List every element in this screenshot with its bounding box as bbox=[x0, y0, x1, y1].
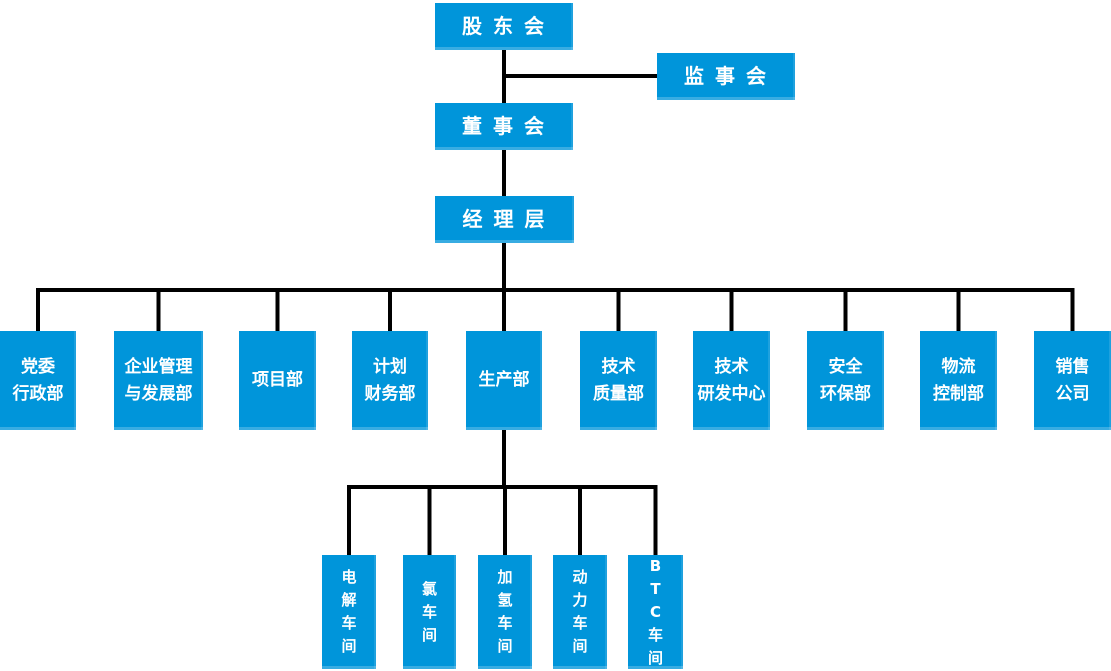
org-node-tech-rnd-center: 技术 研发中心 bbox=[693, 331, 770, 430]
org-node-electrolysis: 电 解 车 间 bbox=[322, 555, 376, 669]
org-node-project: 项目部 bbox=[239, 331, 316, 430]
org-node-power: 动 力 车 间 bbox=[553, 555, 607, 669]
org-node-board-of-directors: 董 事 会 bbox=[435, 103, 573, 150]
org-node-tech-quality: 技术 质量部 bbox=[580, 331, 657, 430]
org-node-sales-company: 销售 公司 bbox=[1034, 331, 1111, 430]
org-node-enterprise-mgmt-dev: 企业管理 与发展部 bbox=[114, 331, 203, 430]
org-node-supervisory-board: 监 事 会 bbox=[657, 53, 795, 100]
org-node-shareholders-meeting: 股 东 会 bbox=[435, 3, 573, 50]
org-node-safety-env: 安全 环保部 bbox=[807, 331, 884, 430]
org-node-planning-finance: 计划 财务部 bbox=[352, 331, 428, 430]
org-node-party-admin: 党委 行政部 bbox=[0, 331, 76, 430]
org-node-chlorine: 氯 车 间 bbox=[403, 555, 456, 669]
org-node-management-layer: 经 理 层 bbox=[435, 196, 574, 243]
org-node-production: 生产部 bbox=[466, 331, 542, 430]
org-node-hydrogenation: 加 氢 车 间 bbox=[478, 555, 532, 669]
org-node-btc: B T C 车 间 bbox=[628, 555, 683, 669]
org-node-logistics-control: 物流 控制部 bbox=[920, 331, 997, 430]
